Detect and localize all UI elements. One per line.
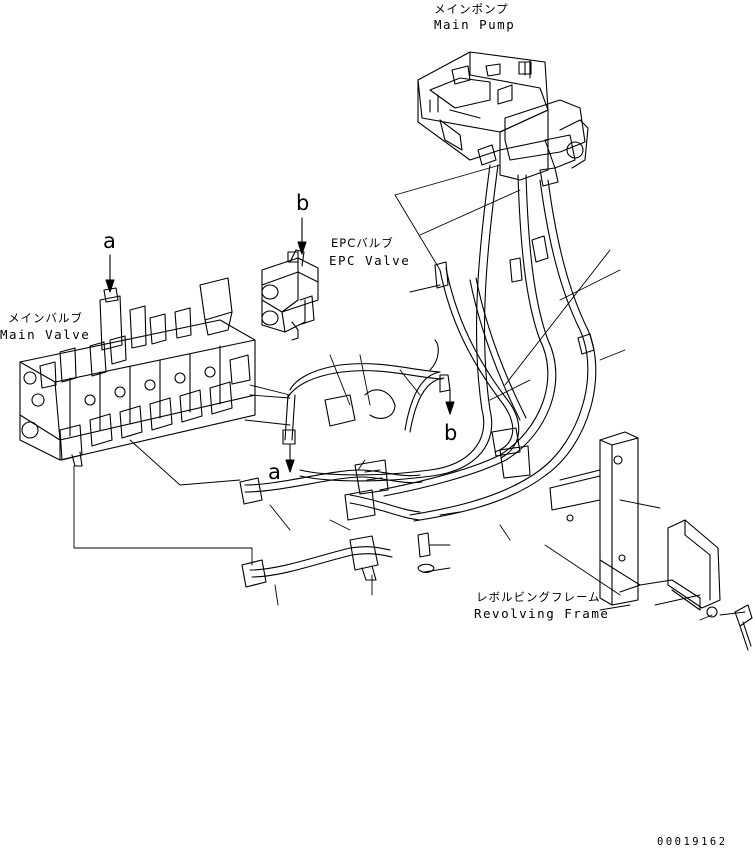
- main-valve: [20, 278, 255, 466]
- main-pump-label-jp: メインポンプ: [434, 2, 509, 16]
- revolving-frame-label-en: Revolving Frame: [474, 606, 610, 621]
- main-valve-label-en: Main Valve: [0, 327, 91, 342]
- epc-valve: [262, 250, 318, 340]
- main-pump: [418, 52, 588, 186]
- main-valve-label-jp: メインバルブ: [8, 311, 83, 325]
- revolving-frame: [550, 432, 752, 650]
- ref-a-top: a: [103, 229, 116, 253]
- ref-a-bottom: a: [268, 460, 281, 484]
- epc-valve-label-jp: EPCバルブ: [331, 236, 394, 250]
- ref-b-top: b: [296, 191, 310, 215]
- epc-valve-label-en: EPC Valve: [329, 253, 411, 268]
- hoses: [240, 165, 596, 587]
- leader-lines: [74, 165, 745, 620]
- revolving-frame-label-jp: レボルビングフレーム: [476, 590, 601, 604]
- drawing-number: 00019162: [657, 836, 728, 848]
- ref-arrows: [106, 218, 454, 472]
- main-pump-label-en: Main Pump: [434, 17, 516, 32]
- ref-b-bottom: b: [444, 421, 458, 445]
